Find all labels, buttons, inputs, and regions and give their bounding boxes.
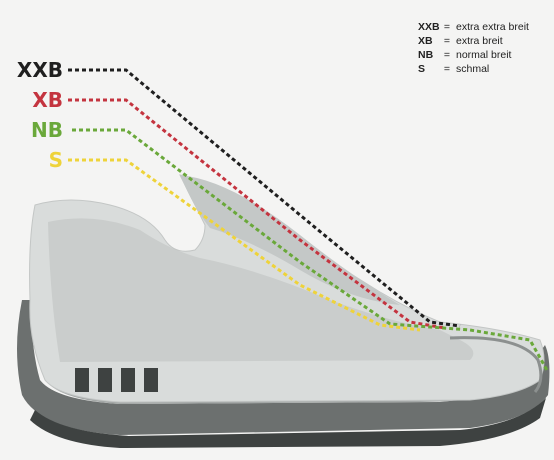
s-width-line (68, 158, 421, 332)
legend-abbr: S (418, 63, 426, 75)
legend-row: NB = normal breit (418, 48, 529, 62)
legend-abbr: XB (418, 35, 433, 47)
heel-vent (75, 368, 89, 392)
shoe-outsole (17, 300, 550, 435)
heel-vent (144, 368, 158, 392)
legend: XXB = extra extra breit XB = extra breit… (418, 20, 529, 76)
legend-equals: = (443, 21, 451, 33)
legend-desc: normal breit (456, 49, 512, 61)
legend-equals: = (443, 49, 451, 61)
nb-width-line (72, 128, 550, 373)
legend-row: XB = extra breit (418, 34, 529, 48)
legend-abbr: XXB (418, 21, 440, 33)
xb-label: XB (32, 88, 63, 112)
xxb-label: XXB (16, 58, 63, 82)
legend-row: S = schmal (418, 62, 529, 76)
legend-desc: extra breit (456, 35, 503, 47)
legend-desc: extra extra breit (456, 21, 529, 33)
legend-abbr: NB (418, 49, 434, 61)
heel-vent (98, 368, 112, 392)
nb-label: NB (31, 118, 63, 142)
legend-row: XXB = extra extra breit (418, 20, 529, 34)
heel-vent (121, 368, 135, 392)
shoe-lining (48, 218, 474, 362)
xxb-width-line (68, 68, 461, 328)
shoe-tread (30, 398, 546, 448)
legend-equals: = (443, 63, 451, 75)
legend-desc: schmal (456, 63, 490, 75)
s-label: S (48, 148, 63, 172)
shoe-toe-cap (449, 336, 543, 393)
legend-equals: = (443, 35, 451, 47)
xb-width-line (68, 98, 446, 330)
